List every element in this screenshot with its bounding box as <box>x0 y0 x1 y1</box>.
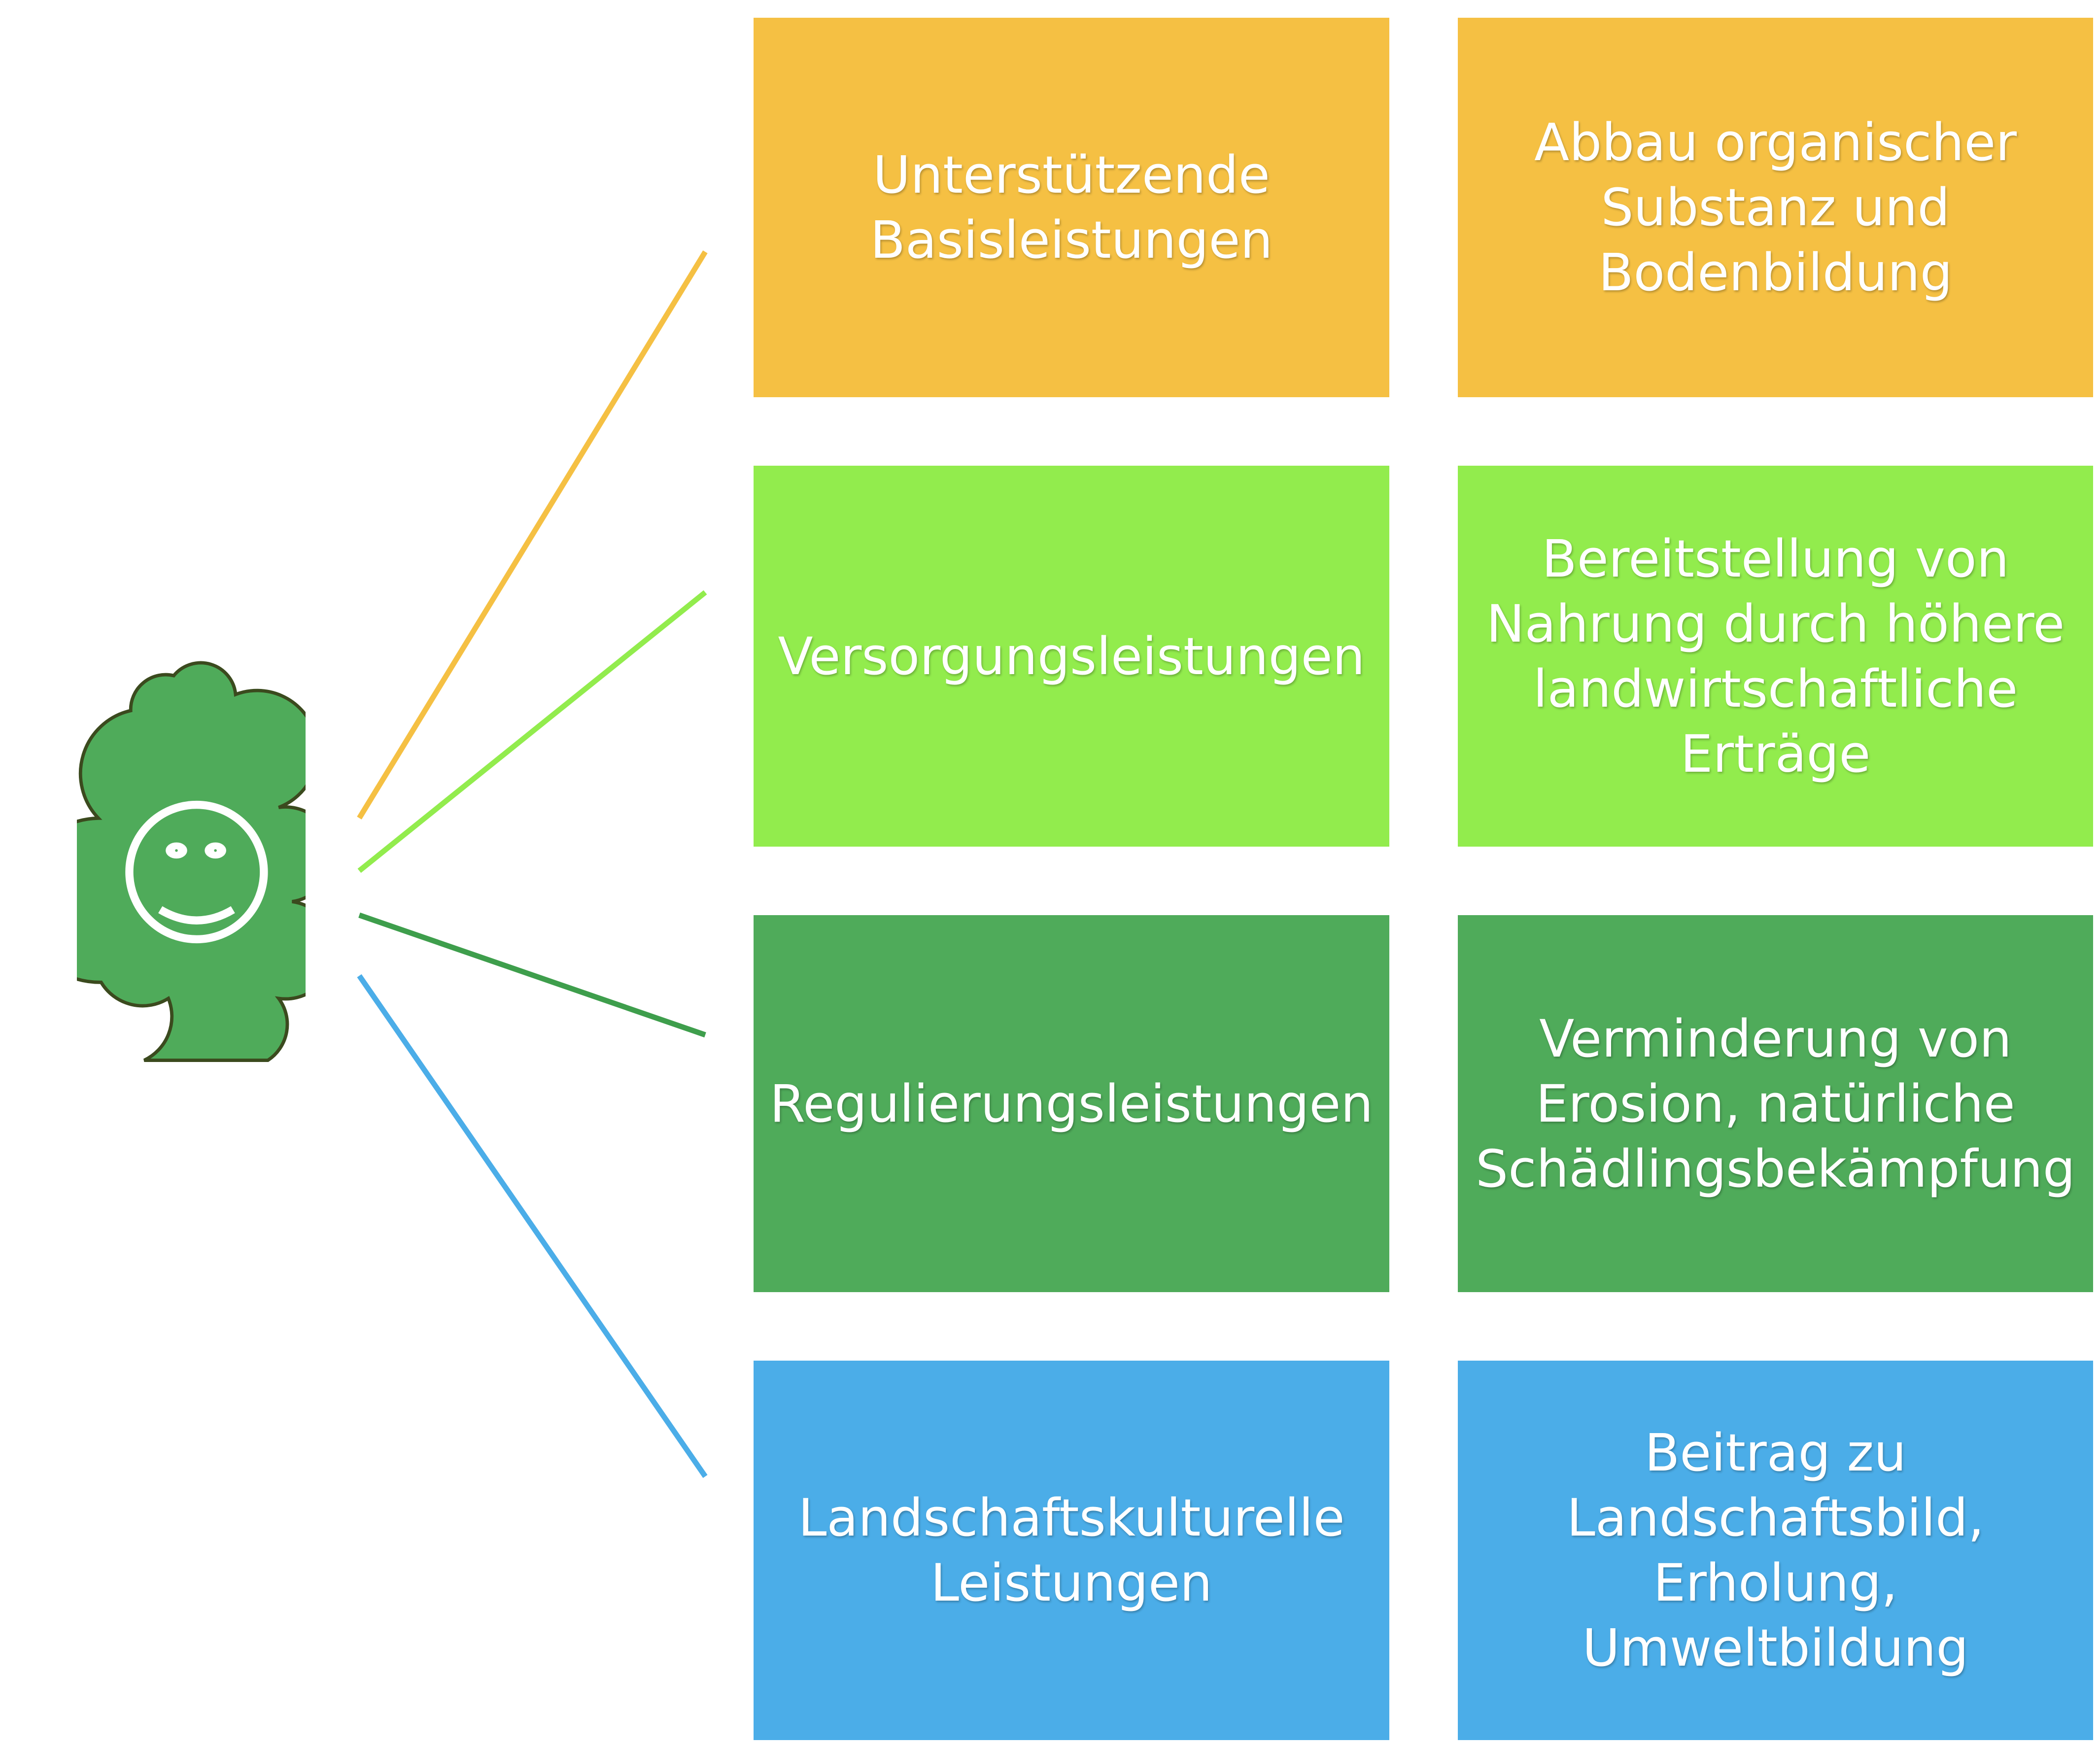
category-cultural-services: Landschaftskulturelle Leistungen <box>754 1361 1389 1740</box>
connector-line-provisioning <box>357 590 707 873</box>
connector-line-regulating <box>358 912 706 1038</box>
example-provisioning-services: Bereitstellung von Nahrung durch höhere … <box>1458 466 2093 847</box>
category-supporting-services: Unterstützende Basisleistungen <box>754 18 1389 397</box>
smiling-tree-icon <box>77 661 306 1062</box>
example-supporting-services: Abbau organischer Substanz und Bodenbild… <box>1458 18 2093 397</box>
category-provisioning-services: Versorgungsleistungen <box>754 466 1389 847</box>
category-regulating-services: Regulierungsleistungen <box>754 915 1389 1292</box>
connector-line-cultural <box>357 974 708 1478</box>
example-regulating-services: Verminderung von Erosion, natürliche Sch… <box>1458 915 2093 1292</box>
example-cultural-services: Beitrag zu Landschaftsbild, Erholung, Um… <box>1458 1361 2093 1740</box>
connector-line-supporting <box>357 250 708 820</box>
